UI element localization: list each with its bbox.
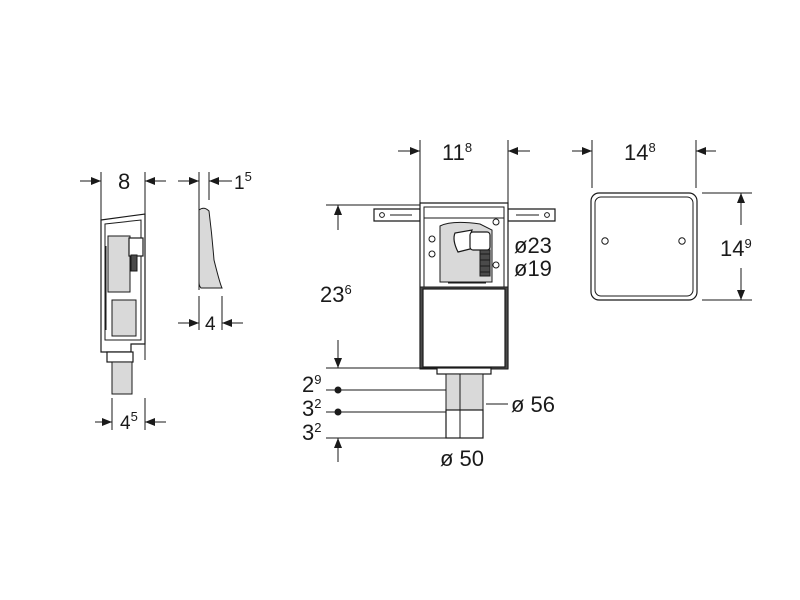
profile-base-label: 4 bbox=[205, 314, 216, 335]
cover-plate-view bbox=[572, 140, 752, 301]
side-view bbox=[80, 172, 166, 430]
outlet-outer-diameter: ø 56 bbox=[511, 392, 555, 417]
offset-2-label: 32 bbox=[302, 396, 321, 421]
cover-width-label: 148 bbox=[624, 140, 656, 165]
connection-large-diameter: ø23 bbox=[514, 233, 552, 258]
cover-height-label: 149 bbox=[720, 236, 752, 261]
connection-small-diameter: ø19 bbox=[514, 256, 552, 281]
offset-1-label: 29 bbox=[302, 372, 321, 397]
front-width-label: 118 bbox=[442, 140, 472, 165]
profile-view bbox=[178, 172, 243, 330]
offset-3-label: 32 bbox=[302, 420, 321, 445]
side-width-label: 8 bbox=[118, 169, 130, 194]
front-view bbox=[326, 140, 556, 462]
outlet-inner-diameter: ø 50 bbox=[440, 446, 484, 471]
profile-thickness-label: 15 bbox=[234, 169, 252, 194]
side-bottom-label: 45 bbox=[120, 409, 138, 434]
front-height-label: 236 bbox=[320, 282, 352, 307]
